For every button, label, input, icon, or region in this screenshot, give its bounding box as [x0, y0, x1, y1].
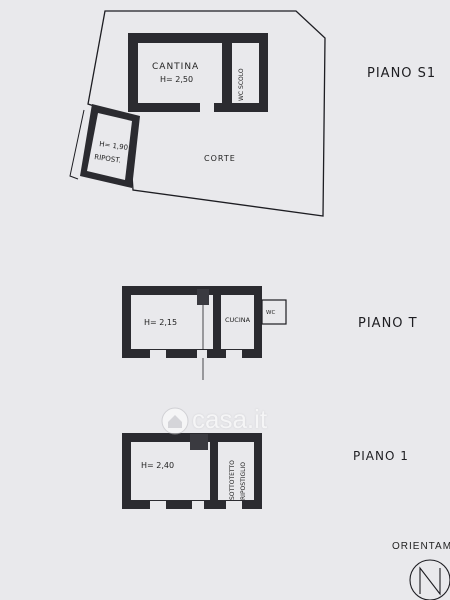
level-1-room-attic — [218, 442, 254, 500]
north-arrow — [409, 559, 450, 600]
room-wc-scolo-name: WC SCOLO — [238, 68, 245, 101]
level-t-door-3 — [226, 350, 242, 358]
wc-scolo-room — [232, 43, 259, 103]
level-label-1: PIANO 1 — [353, 449, 409, 463]
north-arrow-circle — [409, 559, 450, 600]
level-1-window-2 — [192, 501, 204, 509]
room-t-kitchen-name: CUCINA — [225, 316, 251, 324]
room-1-sottotetto-name: SOTTOTETTO — [229, 460, 236, 500]
watermark: casa.it — [160, 404, 300, 438]
level-t-plan — [122, 286, 287, 380]
level-1-plan — [122, 433, 262, 509]
level-t-stairs — [197, 289, 209, 305]
room-corte-name: CORTE — [204, 154, 236, 163]
level-label-s1: PIANO S1 — [367, 66, 437, 81]
watermark-text: casa.it — [192, 404, 268, 434]
ripostiglio-side-line — [69, 109, 85, 180]
room-cantina-height: H= 2,50 — [160, 75, 193, 84]
casa-logo-icon — [161, 407, 189, 435]
room-cantina-name: CANTINA — [152, 62, 199, 72]
orientation-label: ORIENTAME — [392, 541, 450, 552]
level-s1-plan — [69, 10, 326, 217]
level-t-door-1 — [150, 350, 166, 358]
level-label-t: PIANO T — [358, 316, 418, 331]
door-opening-s1 — [200, 100, 214, 112]
level-t-door-2 — [197, 350, 207, 358]
room-ripost-name: RIPOST. — [94, 153, 122, 165]
level-1-stairs — [190, 434, 208, 450]
room-1-main-height: H= 2,40 — [141, 461, 174, 470]
room-t-wc-name: WC — [266, 310, 275, 316]
room-t-main-height: H= 2,15 — [144, 318, 177, 327]
level-1-window-3 — [226, 501, 242, 509]
level-t-room-kitchen — [221, 295, 254, 349]
room-1-ripostiglio-name: RIPOSTIGLIO — [240, 462, 247, 500]
ripostiglio-room — [87, 113, 132, 180]
level-1-room-main — [131, 442, 210, 500]
level-t-wc — [261, 299, 287, 325]
north-arrow-glyph — [419, 566, 441, 596]
level-1-window-1 — [150, 501, 166, 509]
room-ripost-height: H= 1,90 — [99, 140, 129, 152]
cantina-room — [138, 43, 222, 103]
